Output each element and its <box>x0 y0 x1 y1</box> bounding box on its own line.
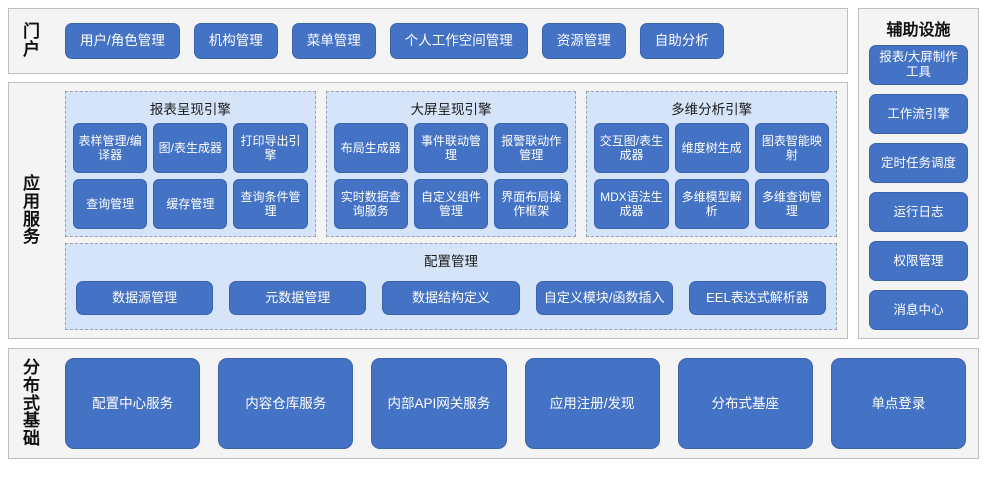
configuration-management-title: 配置管理 <box>424 254 478 269</box>
engine-panel-olap: 多维分析引擎 交互图/表生成器 维度树生成 图表智能映射 MDX语法生成器 多维… <box>586 91 838 237</box>
dist-item-app-registration-discovery[interactable]: 应用注册/发现 <box>524 358 660 449</box>
distributed-foundation-section: 分布式基础 配置中心服务 内容仓库服务 内部API网关服务 应用注册/发现 分布… <box>8 348 979 459</box>
portal-item-org-management[interactable]: 机构管理 <box>193 23 278 59</box>
engine-dashboard-item-custom-component-management[interactable]: 自定义组件管理 <box>413 179 489 229</box>
engine-olap-grid: 交互图/表生成器 维度树生成 图表智能映射 MDX语法生成器 多维模型解析 多维… <box>594 123 830 229</box>
engine-report-item-chart-table-generator[interactable]: 图/表生成器 <box>153 123 228 173</box>
dist-item-content-repository-service[interactable]: 内容仓库服务 <box>218 358 354 449</box>
dist-item-single-sign-on[interactable]: 单点登录 <box>830 358 967 449</box>
portal-item-personal-workspace-management[interactable]: 个人工作空间管理 <box>389 23 528 59</box>
aux-item-runtime-log[interactable]: 运行日志 <box>869 192 968 232</box>
engine-dashboard-item-layout-generator[interactable]: 布局生成器 <box>333 123 408 173</box>
application-services-label-text: 应用服务 <box>23 173 41 247</box>
engine-report-item-template-management-compiler[interactable]: 表样管理/编译器 <box>73 123 148 173</box>
engine-panel-row: 报表呈现引擎 表样管理/编译器 图/表生成器 打印导出引擎 查询管理 缓存管理 … <box>65 91 838 237</box>
dist-item-distributed-base[interactable]: 分布式基座 <box>677 358 813 449</box>
engine-olap-title: 多维分析引擎 <box>671 102 753 117</box>
aux-item-workflow-engine[interactable]: 工作流引擎 <box>869 94 968 134</box>
aux-item-message-center[interactable]: 消息中心 <box>869 290 968 330</box>
application-services-section: 应用服务 报表呈现引擎 表样管理/编译器 图/表生成器 打印导出引擎 查询管理 … <box>8 82 848 339</box>
engine-olap-item-multidimensional-query-management[interactable]: 多维查询管理 <box>754 179 830 229</box>
engine-olap-item-dimension-tree-generation[interactable]: 维度树生成 <box>674 123 749 173</box>
engine-dashboard-grid: 布局生成器 事件联动管理 报警联动作管理 实时数据查询服务 自定义组件管理 界面… <box>333 123 569 229</box>
application-services-content: 报表呈现引擎 表样管理/编译器 图/表生成器 打印导出引擎 查询管理 缓存管理 … <box>65 91 838 330</box>
config-item-metadata-management[interactable]: 元数据管理 <box>229 280 367 315</box>
portal-button-row: 用户/角色管理 机构管理 菜单管理 个人工作空间管理 资源管理 自助分析 <box>65 9 837 73</box>
portal-item-user-role-management[interactable]: 用户/角色管理 <box>65 23 180 59</box>
engine-dashboard-item-alarm-linkage-action-management[interactable]: 报警联动作管理 <box>494 123 569 173</box>
engine-panel-dashboard: 大屏呈现引擎 布局生成器 事件联动管理 报警联动作管理 实时数据查询服务 自定义… <box>325 91 577 237</box>
portal-item-resource-management[interactable]: 资源管理 <box>541 23 626 59</box>
dist-item-config-center-service[interactable]: 配置中心服务 <box>65 358 201 449</box>
portal-label-text: 门户 <box>23 22 41 59</box>
configuration-management-panel: 配置管理 数据源管理 元数据管理 数据结构定义 自定义模块/函数插入 EEL表达… <box>65 243 837 330</box>
portal-item-self-service-analysis[interactable]: 自助分析 <box>639 23 724 59</box>
engine-olap-item-mdx-syntax-generator[interactable]: MDX语法生成器 <box>594 179 669 229</box>
configuration-management-row: 数据源管理 元数据管理 数据结构定义 自定义模块/函数插入 EEL表达式解析器 <box>76 276 827 319</box>
config-item-data-structure-definition[interactable]: 数据结构定义 <box>382 280 520 315</box>
config-item-eel-expression-parser[interactable]: EEL表达式解析器 <box>688 280 827 315</box>
engine-report-item-query-condition-management[interactable]: 查询条件管理 <box>233 179 308 229</box>
engine-olap-item-chart-smart-mapping[interactable]: 图表智能映射 <box>754 123 830 173</box>
auxiliary-facilities-section: 辅助设施 报表/大屏制作工具 工作流引擎 定时任务调度 运行日志 权限管理 消息… <box>858 8 979 339</box>
engine-report-grid: 表样管理/编译器 图/表生成器 打印导出引擎 查询管理 缓存管理 查询条件管理 <box>73 123 308 229</box>
engine-dashboard-item-ui-layout-operation-framework[interactable]: 界面布局操作框架 <box>494 179 569 229</box>
config-item-datasource-management[interactable]: 数据源管理 <box>76 280 214 315</box>
engine-olap-item-multidimensional-model-parsing[interactable]: 多维模型解析 <box>674 179 749 229</box>
engine-olap-item-interactive-chart-table-generator[interactable]: 交互图/表生成器 <box>594 123 669 173</box>
aux-item-permission-management[interactable]: 权限管理 <box>869 241 968 281</box>
distributed-foundation-row: 配置中心服务 内容仓库服务 内部API网关服务 应用注册/发现 分布式基座 单点… <box>65 358 967 449</box>
aux-item-scheduled-task-scheduler[interactable]: 定时任务调度 <box>869 143 968 183</box>
engine-report-title: 报表呈现引擎 <box>149 102 231 117</box>
engine-dashboard-title: 大屏呈现引擎 <box>410 102 492 117</box>
application-services-label: 应用服务 <box>9 83 55 338</box>
engine-report-item-cache-management[interactable]: 缓存管理 <box>153 179 228 229</box>
config-item-custom-module-function-insertion[interactable]: 自定义模块/函数插入 <box>535 280 673 315</box>
distributed-foundation-label-text: 分布式基础 <box>23 357 41 449</box>
engine-dashboard-item-realtime-data-query-service[interactable]: 实时数据查询服务 <box>333 179 408 229</box>
engine-report-item-print-export-engine[interactable]: 打印导出引擎 <box>233 123 308 173</box>
engine-report-item-query-management[interactable]: 查询管理 <box>73 179 148 229</box>
engine-dashboard-item-event-linkage-management[interactable]: 事件联动管理 <box>413 123 489 173</box>
portal-section-label: 门户 <box>9 9 55 73</box>
engine-panel-report: 报表呈现引擎 表样管理/编译器 图/表生成器 打印导出引擎 查询管理 缓存管理 … <box>65 91 316 237</box>
auxiliary-facilities-list: 报表/大屏制作工具 工作流引擎 定时任务调度 运行日志 权限管理 消息中心 <box>869 45 968 330</box>
dist-item-internal-api-gateway-service[interactable]: 内部API网关服务 <box>371 358 507 449</box>
auxiliary-facilities-title: 辅助设施 <box>886 22 951 39</box>
aux-item-report-dashboard-authoring-tool[interactable]: 报表/大屏制作工具 <box>869 45 968 85</box>
portal-section: 门户 用户/角色管理 机构管理 菜单管理 个人工作空间管理 资源管理 自助分析 <box>8 8 848 74</box>
distributed-foundation-label: 分布式基础 <box>9 349 55 458</box>
portal-item-menu-management[interactable]: 菜单管理 <box>291 23 376 59</box>
